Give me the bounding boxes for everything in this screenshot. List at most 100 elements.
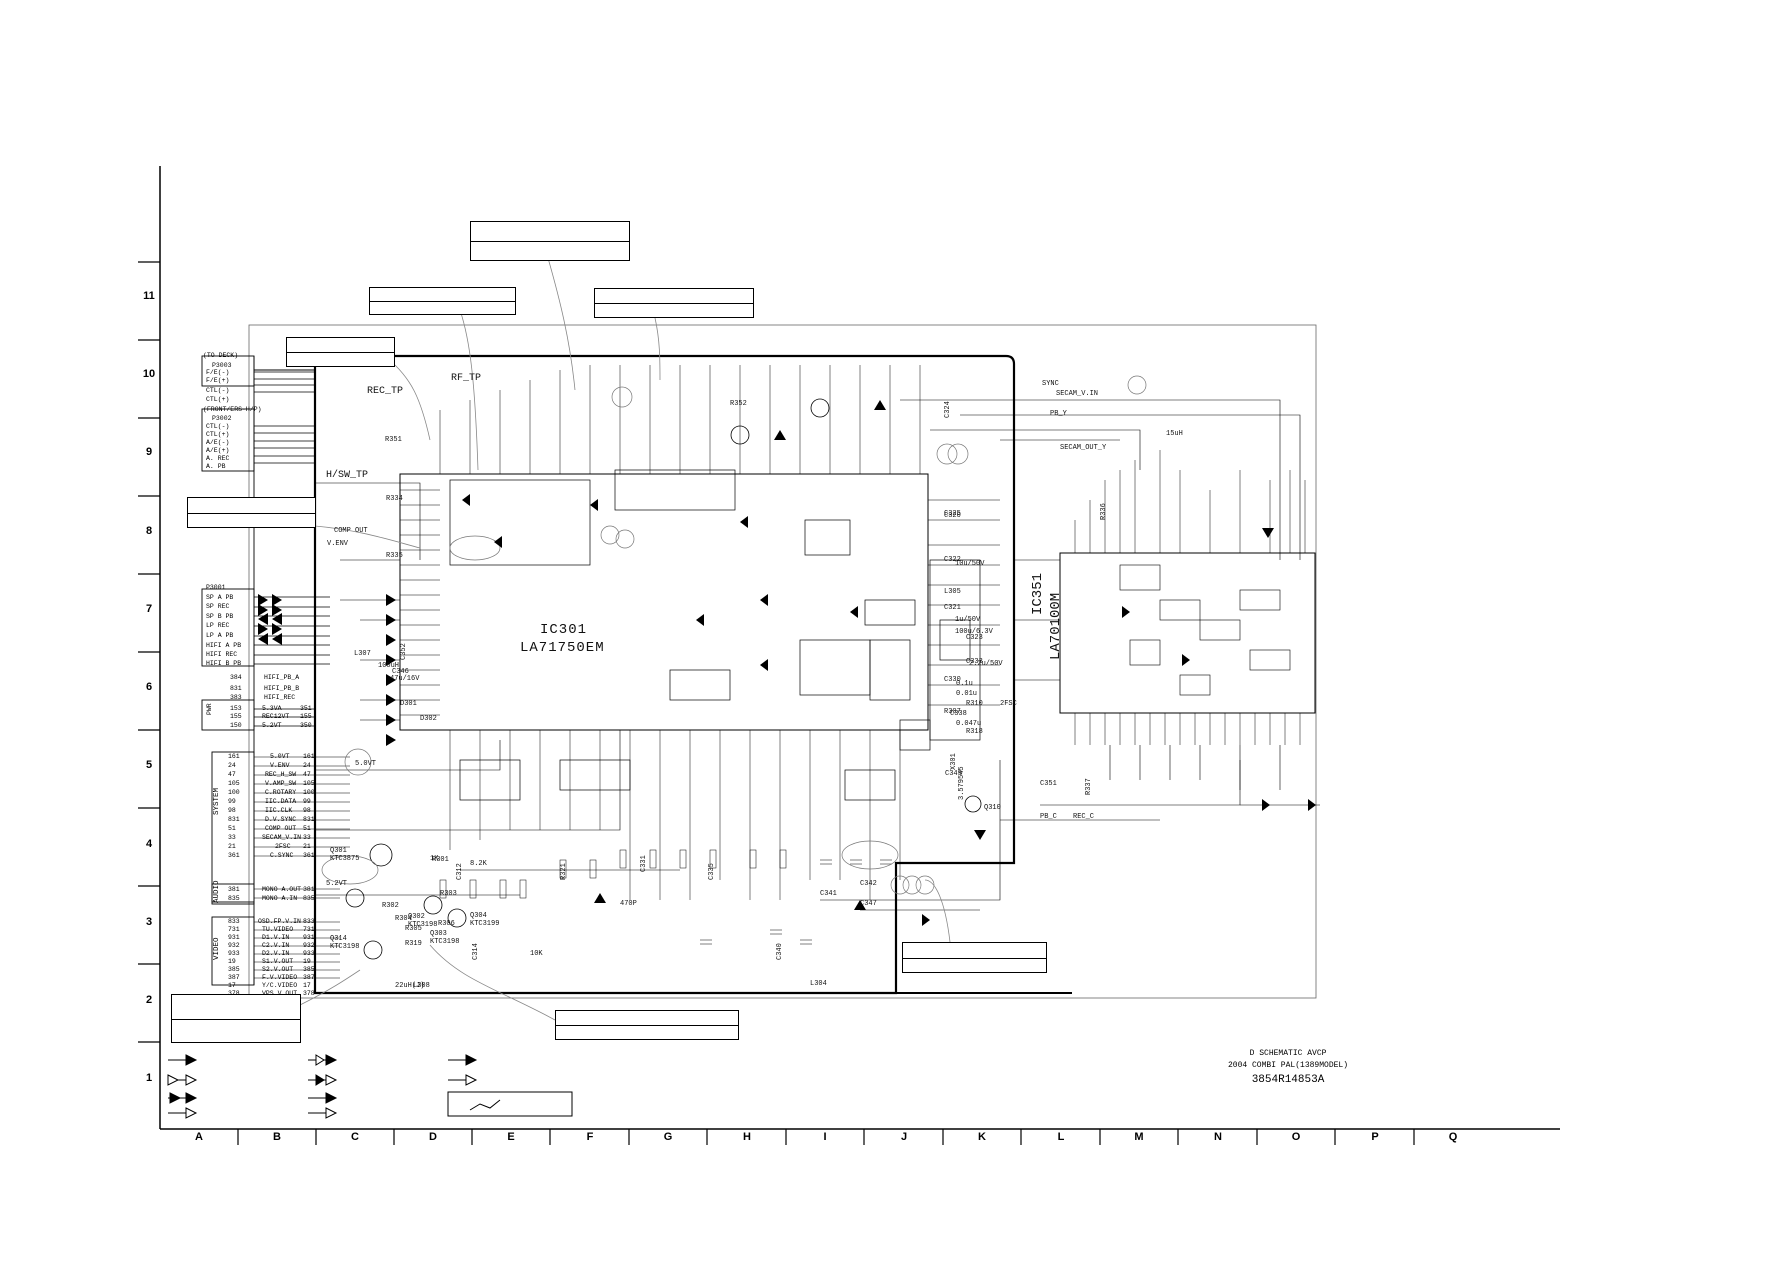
pwr-row-pin: 155 — [300, 713, 312, 720]
system-row-num: 51 — [228, 825, 236, 832]
system-row-pin: 361 — [303, 852, 315, 859]
video-row-label: C2.V.IN — [262, 942, 290, 949]
net-label: SECAM_V.IN — [1056, 390, 1099, 398]
component-value: 100u/6.3V — [955, 628, 993, 636]
pwr-row-label: HIFI_PB_B — [264, 685, 300, 692]
component-ref: R302 — [382, 902, 399, 910]
component-ref: C338 — [950, 710, 967, 718]
component-ref: C321 — [944, 604, 961, 612]
pwr-row-label: 5.2VT — [262, 722, 282, 729]
audio-row-num: 381 — [228, 886, 240, 893]
pwr-row-label: HIFI_REC — [264, 694, 296, 701]
col-label-e: E — [507, 1131, 515, 1143]
video-group-label: VIDEO — [213, 937, 221, 960]
callout-box-left — [187, 497, 316, 528]
col-label-d: D — [429, 1131, 437, 1143]
col-label-j: J — [900, 1131, 908, 1143]
col-label-i: I — [823, 1131, 827, 1143]
audio-row-num: 835 — [228, 895, 240, 902]
p3001-pin: LP REC — [206, 622, 230, 629]
system-row-label: IIC.CLK — [265, 807, 293, 814]
system-row-label: 2FSC — [275, 843, 291, 850]
component-ref: C331 — [640, 855, 648, 872]
system-row-num: 21 — [228, 843, 236, 850]
title-line-1: D SCHEMATIC AVCP — [1249, 1049, 1327, 1058]
pwr-row-pin: 350 — [300, 722, 312, 729]
test-point-rec: REC_TP — [367, 386, 404, 397]
system-row-label: SECAM_V.IN — [262, 834, 302, 841]
component-value: 10u/50V — [955, 560, 985, 568]
col-label-b: B — [273, 1131, 281, 1143]
row-label-2: 2 — [145, 994, 153, 1006]
p3002-pin: A. REC — [206, 455, 230, 462]
q303-ref: Q303 — [430, 930, 447, 938]
component-value: 8.2K — [470, 860, 487, 868]
component-ref: C330 — [944, 676, 961, 684]
system-row-pin: 99 — [303, 798, 311, 805]
p3002-pin: A. PB — [206, 463, 226, 470]
video-row-num: 731 — [228, 926, 240, 933]
component-ref: C346 — [392, 668, 409, 676]
system-row-label: C.SYNC — [270, 852, 294, 859]
system-row-pin: 98 — [303, 807, 311, 814]
q304-ref: Q304 — [470, 912, 487, 920]
system-row-num: 831 — [228, 816, 240, 823]
component-ref: C340 — [776, 943, 784, 960]
p3002-pin: A/E(+) — [206, 447, 230, 454]
component-ref: R319 — [405, 940, 422, 948]
video-row-num: 385 — [228, 966, 240, 973]
component-ref: C351 — [1040, 780, 1057, 788]
col-label-l: L — [1057, 1131, 1065, 1143]
p3001-pin: HIFI REC — [206, 651, 238, 658]
video-row-num: 933 — [228, 950, 240, 957]
net-label: PB_C — [1040, 813, 1057, 821]
callout-box-rec — [286, 337, 395, 367]
q314-ref: Q314 — [330, 935, 347, 943]
video-row-num: 17 — [228, 982, 236, 989]
system-row-label: 5.0VT — [270, 753, 290, 760]
system-row-num: 33 — [228, 834, 236, 841]
p3003-ref: P3003 — [212, 362, 232, 369]
system-row-num: 99 — [228, 798, 236, 805]
component-ref: R334 — [386, 495, 403, 503]
system-row-pin: 24 — [303, 762, 311, 769]
q303-part: KTC3198 — [430, 938, 460, 946]
component-ref: R305 — [405, 925, 422, 933]
p3001-pin: HIFI A PB — [206, 642, 242, 649]
pwr-row-num: 150 — [230, 722, 242, 729]
component-ref: R306 — [438, 920, 455, 928]
x301-ref: X301 — [950, 753, 958, 770]
col-label-n: N — [1214, 1131, 1222, 1143]
component-value: 2.2u/50V — [969, 660, 1003, 668]
video-row-num: 387 — [228, 974, 240, 981]
video-row-label: VPS.V.OUT — [262, 990, 298, 997]
video-row-label: TU.VIDEO — [262, 926, 294, 933]
audio-row-pin: 381 — [303, 886, 315, 893]
callout-box-top — [470, 221, 630, 261]
col-label-p: P — [1371, 1131, 1379, 1143]
component-ref: R303 — [440, 890, 457, 898]
row-label-5: 5 — [145, 759, 153, 771]
component-value: 0.01u — [956, 690, 978, 698]
row-label-7: 7 — [145, 603, 153, 615]
p3002-pin: CTL(-) — [206, 423, 230, 430]
video-row-pin: 933 — [303, 950, 315, 957]
audio-row-pin: 835 — [303, 895, 315, 902]
component-ref: C335 — [708, 863, 716, 880]
component-ref: R321 — [560, 863, 568, 880]
net-label: REC_C — [1073, 813, 1095, 821]
net-label: V.ENV — [327, 540, 349, 548]
system-row-pin: 47 — [303, 771, 311, 778]
component-value: 0.1u — [956, 680, 973, 688]
test-point-hsw: H/SW_TP — [326, 470, 369, 481]
component-ref: D302 — [420, 715, 437, 723]
row-label-4: 4 — [145, 838, 153, 850]
component-ref: C342 — [860, 880, 877, 888]
video-row-num: 19 — [228, 958, 236, 965]
col-label-a: A — [195, 1131, 203, 1143]
pwr-row-num: 153 — [230, 705, 242, 712]
component-ref: R336 — [1100, 503, 1108, 520]
ic351-ref: IC351 — [1030, 572, 1046, 615]
component-ref: R301 — [432, 856, 449, 864]
